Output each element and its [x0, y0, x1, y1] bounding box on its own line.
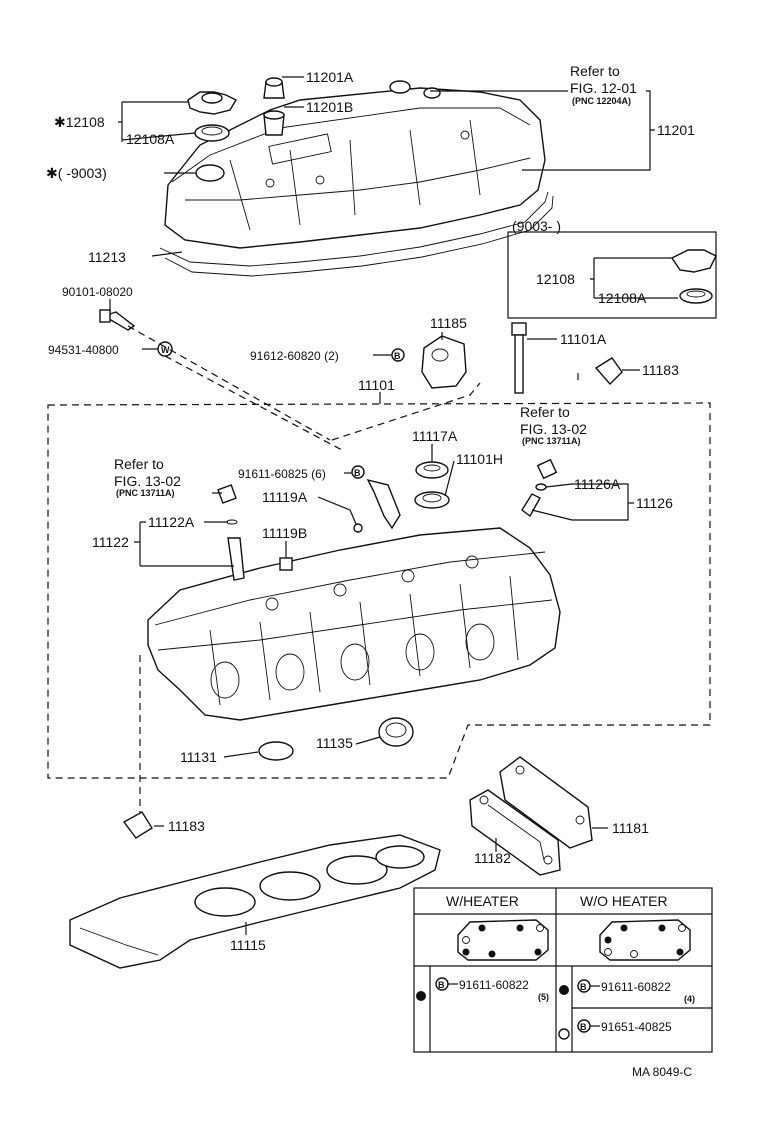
label-11119A: 11119A	[262, 489, 308, 505]
stud-11122	[226, 519, 245, 581]
label-11119B: 11119B	[262, 525, 307, 541]
head-gasket-11115	[69, 834, 441, 969]
row1-right-part: 91611-60822	[601, 980, 671, 994]
label-11201A: 11201A	[306, 69, 354, 85]
label-11135: 11135	[316, 735, 353, 751]
label-11101: 11101	[358, 377, 395, 393]
bolt-marker-row2-right-text: B	[580, 1022, 587, 1032]
gasket-11182	[469, 789, 561, 876]
oil-filler-cap-new	[670, 249, 717, 304]
spacer-11119B	[279, 557, 293, 571]
label-range-new: (9003- )	[512, 218, 561, 234]
label-11122A: 11122A	[148, 514, 195, 530]
label-fig-13-02-left: FIG. 13-02	[114, 473, 181, 489]
label-11101H: 11101H	[456, 451, 503, 467]
bolt-marker-91612-text: B	[394, 351, 401, 361]
gasket-11101H	[414, 491, 450, 509]
label-12108A-top: 12108A	[126, 131, 175, 147]
label-12108-star: ✱12108	[54, 114, 105, 130]
inset-box-new-cap	[507, 231, 717, 319]
row1-left-part: 91611-60822	[459, 978, 529, 992]
label-91612-60820: 91612-60820 (2)	[250, 349, 339, 363]
table-header-wo-heater: W/O HEATER	[580, 893, 668, 909]
washer-marker-text: W	[161, 345, 170, 355]
label-range-old: ✱( -9003)	[46, 165, 107, 181]
plate-wo-heater	[599, 919, 691, 961]
label-11181: 11181	[612, 820, 649, 836]
valve-cover-11201	[164, 80, 546, 249]
row1-left-qty: (5)	[538, 992, 549, 1002]
bolt-table: W/HEATER W/O HEATER B 91611-60822	[413, 887, 713, 1053]
footer-code: MA 8049-C	[632, 1065, 692, 1079]
label-pnc-13711A-left: (PNC 13711A)	[116, 488, 175, 498]
fitting-ref-13-02-left	[217, 484, 237, 504]
label-12108: 12108	[536, 271, 575, 287]
bolt-marker-91611-text: B	[354, 468, 361, 478]
open-dot-right	[558, 1028, 570, 1040]
label-94531-40800: 94531-40800	[48, 343, 119, 357]
label-11201B: 11201B	[306, 99, 353, 115]
label-11131: 11131	[180, 749, 217, 765]
head-bolt-11101A	[511, 322, 527, 394]
bolt-marker-row1-right-text: B	[580, 982, 587, 992]
label-11185: 11185	[430, 315, 467, 331]
oil-filler-gasket	[194, 124, 230, 142]
label-11183-top: 11183	[642, 362, 679, 378]
bolt-marker-row1-left-text: B	[438, 980, 445, 990]
leader-lines	[109, 76, 678, 935]
label-90101-08020: 90101-08020	[62, 285, 133, 299]
label-refer-2: Refer to	[520, 404, 570, 420]
cover-11181	[499, 756, 593, 849]
label-11101A: 11101A	[560, 331, 607, 347]
label-refer-3: Refer to	[114, 456, 164, 472]
bolt-90101-08020	[99, 309, 136, 331]
union-11126A	[535, 483, 547, 491]
label-fig-12-01: FIG. 12-01	[570, 80, 637, 96]
seal-11131	[258, 741, 294, 761]
table-header-w-heater: W/HEATER	[446, 893, 519, 909]
filled-dot-right	[559, 985, 569, 995]
oil-filler-cap	[187, 91, 237, 115]
label-11126: 11126	[636, 495, 673, 511]
label-11115: 11115	[230, 937, 266, 953]
cylinder-head-frame	[47, 402, 711, 779]
pipe-11126	[521, 493, 541, 518]
fitting-ref-13-02-right	[536, 458, 558, 480]
label-fig-13-02-right: FIG. 13-02	[520, 421, 587, 437]
label-11182: 11182	[474, 850, 511, 866]
label-11126A: 11126A	[574, 476, 621, 492]
label-91611-60825: 91611-60825 (6)	[238, 467, 326, 481]
bracket-11119A	[353, 478, 401, 533]
water-outlet-11185	[421, 335, 467, 389]
plug-11183-bottom	[122, 811, 153, 839]
plug-11183-top	[594, 357, 623, 386]
part-labels: 11201A 11201B ✱12108 12108A ✱( -9003) Re…	[46, 63, 695, 953]
label-11117A: 11117A	[412, 428, 458, 444]
label-12108A: 12108A	[598, 290, 647, 306]
label-pnc-12204A: (PNC 12204A)	[572, 96, 631, 106]
label-pnc-13711A-right: (PNC 13711A)	[522, 436, 581, 446]
grommet-11201A	[263, 77, 285, 99]
plug-11135	[378, 717, 414, 747]
filled-dot-left	[416, 991, 426, 1001]
valve-cover-gasket-11213	[159, 191, 554, 277]
cylinder-head-11101	[147, 527, 561, 721]
label-refer-1: Refer to	[570, 63, 620, 79]
label-11122: 11122	[92, 534, 129, 550]
bolt-marker-91611	[351, 465, 365, 479]
label-11201: 11201	[657, 122, 695, 138]
label-11183-bottom: 11183	[168, 818, 205, 834]
plate-w-heater	[457, 919, 549, 961]
row1-right-qty: (4)	[684, 994, 695, 1004]
label-11213: 11213	[88, 249, 126, 265]
grommet-11201B	[263, 110, 285, 136]
seal-11117A	[415, 461, 449, 479]
row2-right-part: 91651-40825	[601, 1020, 672, 1034]
